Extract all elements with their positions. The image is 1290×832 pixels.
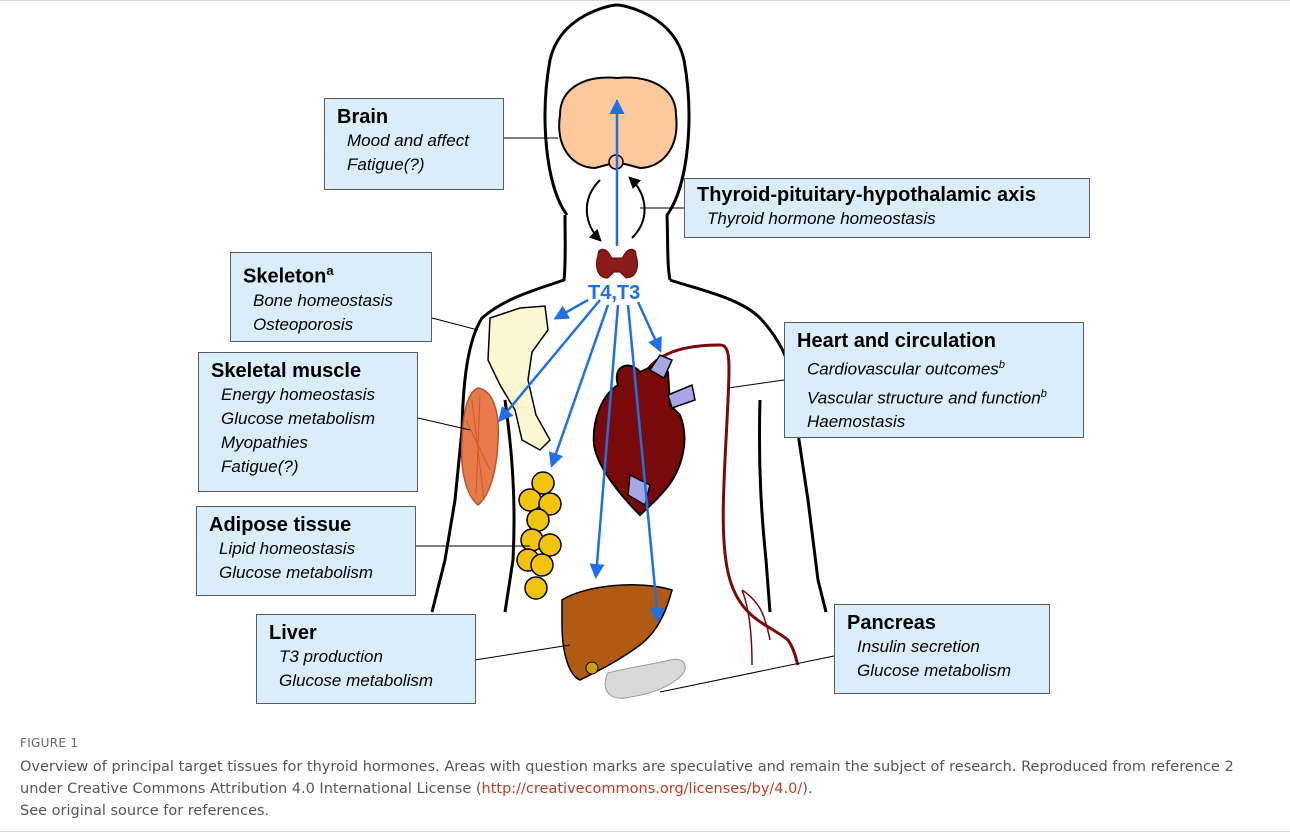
brain-item: Fatigue(?) [337, 153, 493, 177]
liver-title: Liver [269, 621, 465, 645]
muscle-item: Glucose metabolism [211, 407, 407, 431]
axis-item: Thyroid hormone homeostasis [697, 207, 1079, 231]
adipose-item: Lipid homeostasis [209, 537, 405, 561]
muscle-box: Skeletal muscle Energy homeostasis Gluco… [198, 352, 418, 492]
pancreas-item: Glucose metabolism [847, 659, 1039, 683]
heart-item: Cardiovascular outcomes [807, 360, 999, 379]
heart-box: Heart and circulation Cardiovascular out… [784, 322, 1084, 438]
skeleton-item: Bone homeostasis [243, 289, 421, 313]
muscle-item: Energy homeostasis [211, 383, 407, 407]
axis-title: Thyroid-pituitary-hypothalamic axis [697, 183, 1079, 207]
adipose-title: Adipose tissue [209, 513, 405, 537]
liver-item: T3 production [269, 645, 465, 669]
heart-item-sup: b [1041, 388, 1047, 400]
heart-item: Vascular structure and function [807, 388, 1041, 407]
brain-title: Brain [337, 105, 493, 129]
pancreas-item: Insulin secretion [847, 635, 1039, 659]
heart-item: Haemostasis [797, 410, 1073, 434]
adipose-box: Adipose tissue Lipid homeostasis Glucose… [196, 506, 416, 596]
figure-label: FIGURE 1 [20, 732, 1270, 754]
skeleton-item: Osteoporosis [243, 313, 421, 337]
license-link[interactable]: http://creativecommons.org/licenses/by/4… [482, 781, 803, 797]
caption-line2: See original source for references. [20, 803, 269, 819]
muscle-title: Skeletal muscle [211, 359, 407, 383]
thyroid-gland [596, 249, 637, 278]
adipose-cells [517, 472, 561, 599]
liver-box: Liver T3 production Glucose metabolism [256, 614, 476, 704]
pancreas-shape [605, 659, 685, 698]
skeleton-box: Skeletona Bone homeostasis Osteoporosis [230, 252, 432, 342]
pancreas-box: Pancreas Insulin secretion Glucose metab… [834, 604, 1050, 694]
brain-item: Mood and affect [337, 129, 493, 153]
skeleton-title-sup: a [326, 263, 333, 278]
axis-box: Thyroid-pituitary-hypothalamic axis Thyr… [684, 178, 1090, 238]
heart-item-sup: b [999, 359, 1005, 371]
muscle-item: Fatigue(?) [211, 455, 407, 479]
figure-caption: FIGURE 1 Overview of principal target ti… [20, 732, 1270, 822]
adipose-item: Glucose metabolism [209, 561, 405, 585]
brain-box: Brain Mood and affect Fatigue(?) [324, 98, 504, 190]
pancreas-title: Pancreas [847, 611, 1039, 635]
skeleton-title: Skeleton [243, 266, 326, 288]
liver-item: Glucose metabolism [269, 669, 465, 693]
hormone-label: T4,T3 [588, 282, 640, 305]
muscle-item: Myopathies [211, 431, 407, 455]
caption-text-end: ). [802, 781, 812, 797]
heart-title: Heart and circulation [797, 329, 1073, 353]
